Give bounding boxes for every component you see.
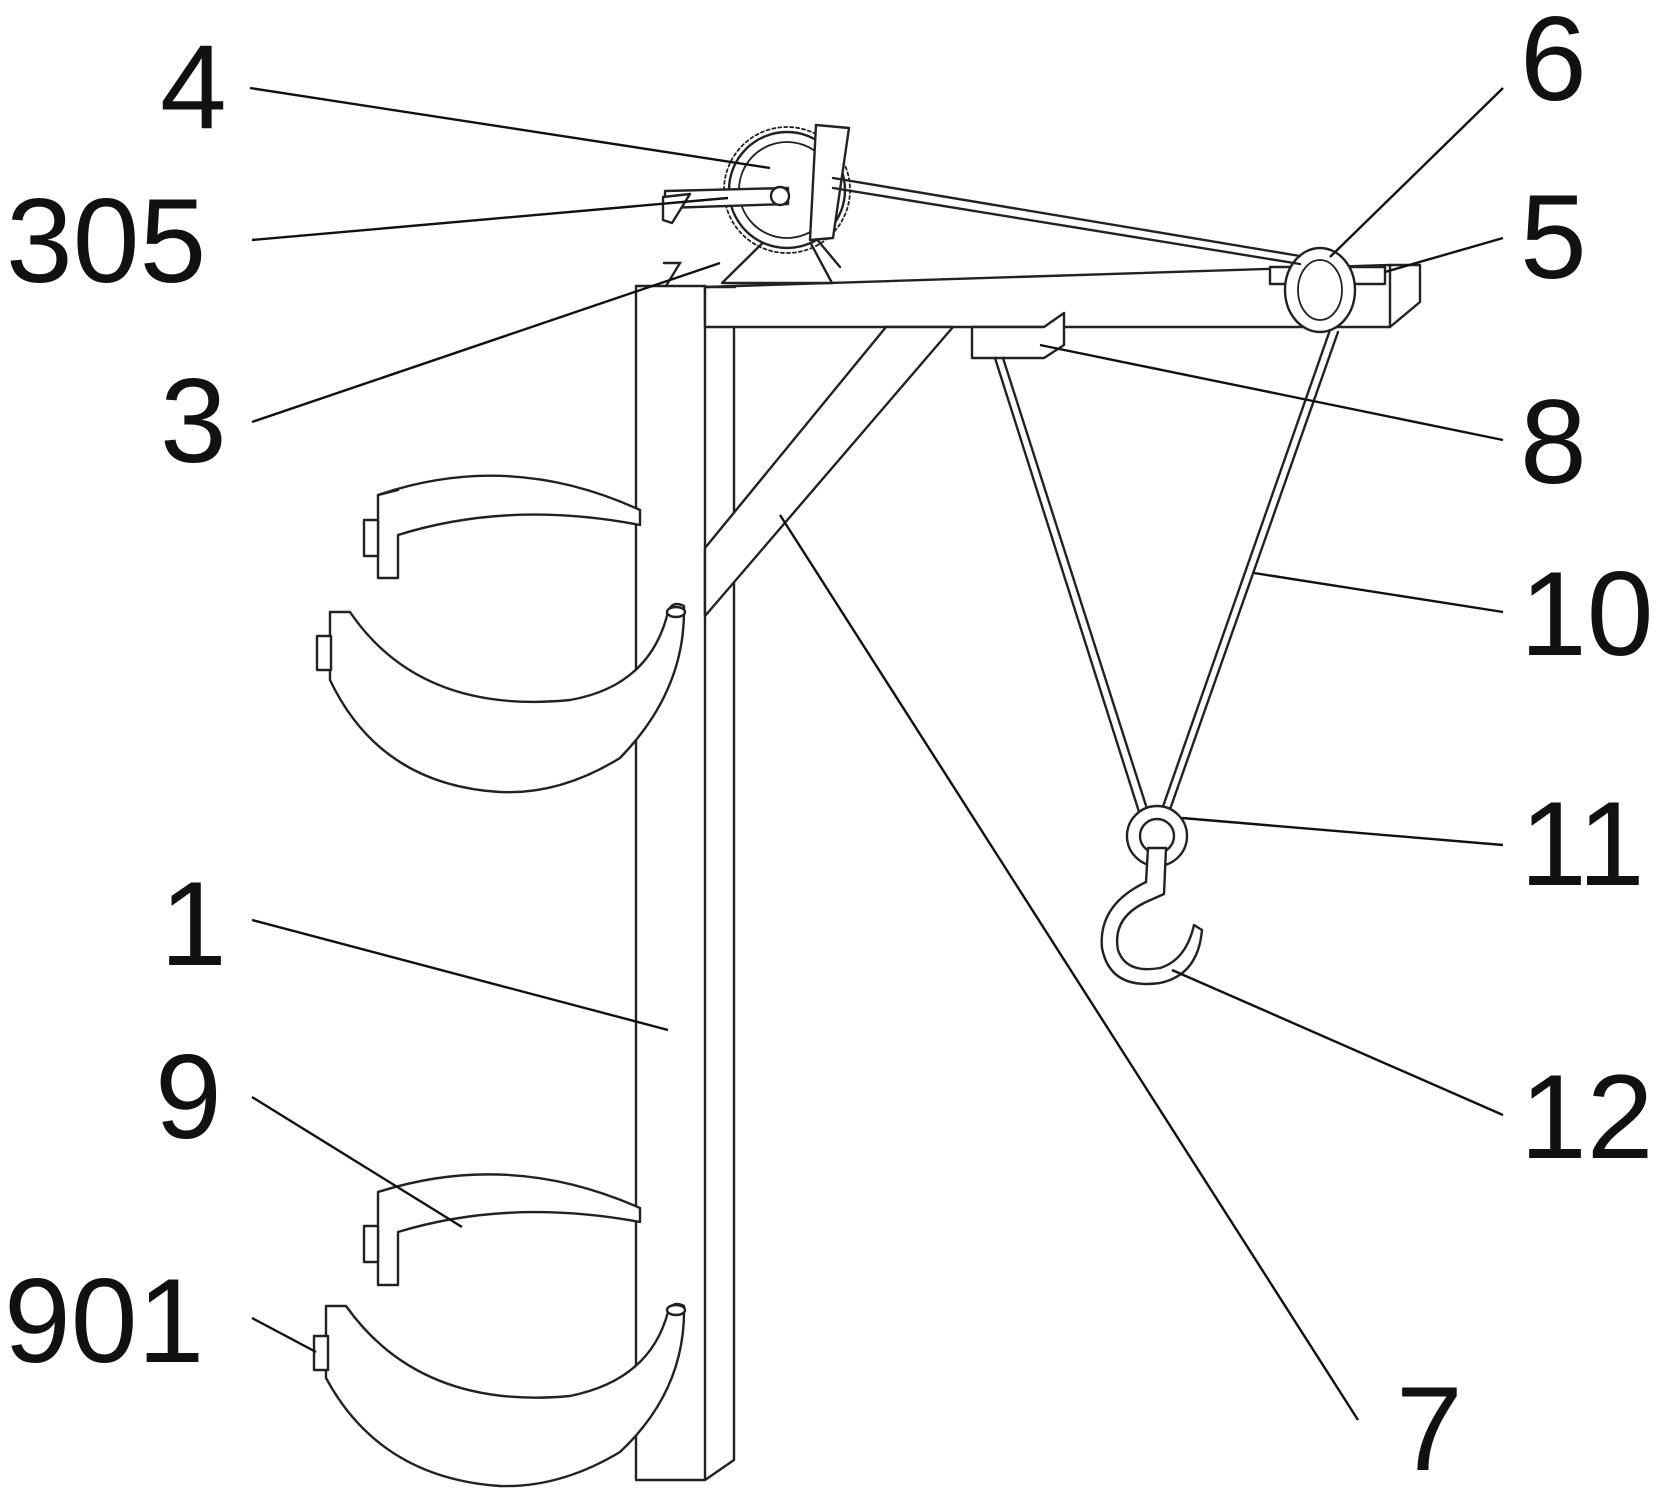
leader-305	[251, 196, 729, 242]
leader-8	[1039, 343, 1504, 442]
leader-1	[251, 918, 669, 1032]
upper-clamp-ring	[315, 474, 687, 794]
lower-clamp-ring	[312, 1173, 687, 1488]
label-901: 901	[4, 1254, 204, 1388]
label-5: 5	[1520, 170, 1587, 304]
diagonal-brace	[703, 325, 955, 618]
winch-handle	[808, 123, 851, 242]
label-305: 305	[6, 174, 206, 308]
cable-anchor-block	[970, 311, 1066, 360]
label-4: 4	[160, 20, 227, 154]
label-8: 8	[1520, 375, 1587, 509]
leader-5	[1384, 236, 1504, 274]
label-6: 6	[1520, 0, 1587, 126]
arm-pulley	[1268, 246, 1387, 334]
vertical-column	[634, 284, 736, 1482]
label-11: 11	[1520, 777, 1645, 911]
leader-7	[778, 514, 1360, 1421]
leader-6	[1329, 87, 1504, 258]
label-7: 7	[1396, 1362, 1463, 1494]
leader-3	[251, 261, 721, 424]
horizontal-arm	[662, 261, 1422, 329]
label-3: 3	[160, 354, 227, 488]
label-1: 1	[160, 857, 227, 991]
reference-numerals: 4 305 3 1 9 901 6 5 8 10 11 12 7	[4, 0, 1653, 1494]
leader-901	[251, 1316, 317, 1354]
leader-10	[1253, 571, 1504, 614]
leader-9	[251, 1095, 463, 1229]
leader-12	[1171, 968, 1504, 1117]
lifting-hook	[1100, 846, 1204, 986]
label-10: 10	[1520, 547, 1653, 681]
hook-pulley	[1125, 804, 1189, 868]
leader-lines	[249, 86, 1504, 1421]
hoist-ropes	[993, 328, 1340, 817]
leader-4	[249, 86, 771, 170]
label-12: 12	[1520, 1050, 1653, 1184]
top-cable	[831, 176, 1302, 266]
label-9: 9	[155, 1030, 222, 1164]
leader-11	[1181, 816, 1504, 847]
